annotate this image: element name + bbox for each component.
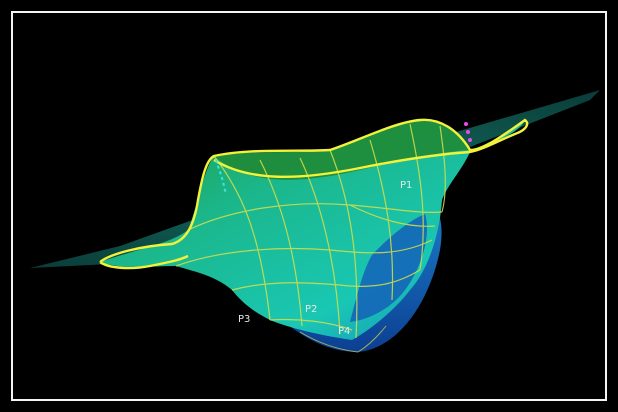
label-p2: P2 bbox=[305, 304, 317, 315]
label-p3: P3 bbox=[238, 314, 250, 325]
grid-lines bbox=[175, 123, 446, 339]
control-point-markers bbox=[464, 122, 472, 142]
label-p4: P4 bbox=[338, 326, 350, 337]
surface-cavity bbox=[350, 214, 428, 322]
surface-bottom-edge bbox=[299, 325, 387, 353]
surface-top-face bbox=[214, 119, 470, 180]
dashed-curve-left bbox=[215, 159, 227, 195]
viewport-frame bbox=[11, 11, 607, 401]
boundary-curve bbox=[99, 118, 529, 270]
label-p1: P1 bbox=[400, 180, 412, 191]
